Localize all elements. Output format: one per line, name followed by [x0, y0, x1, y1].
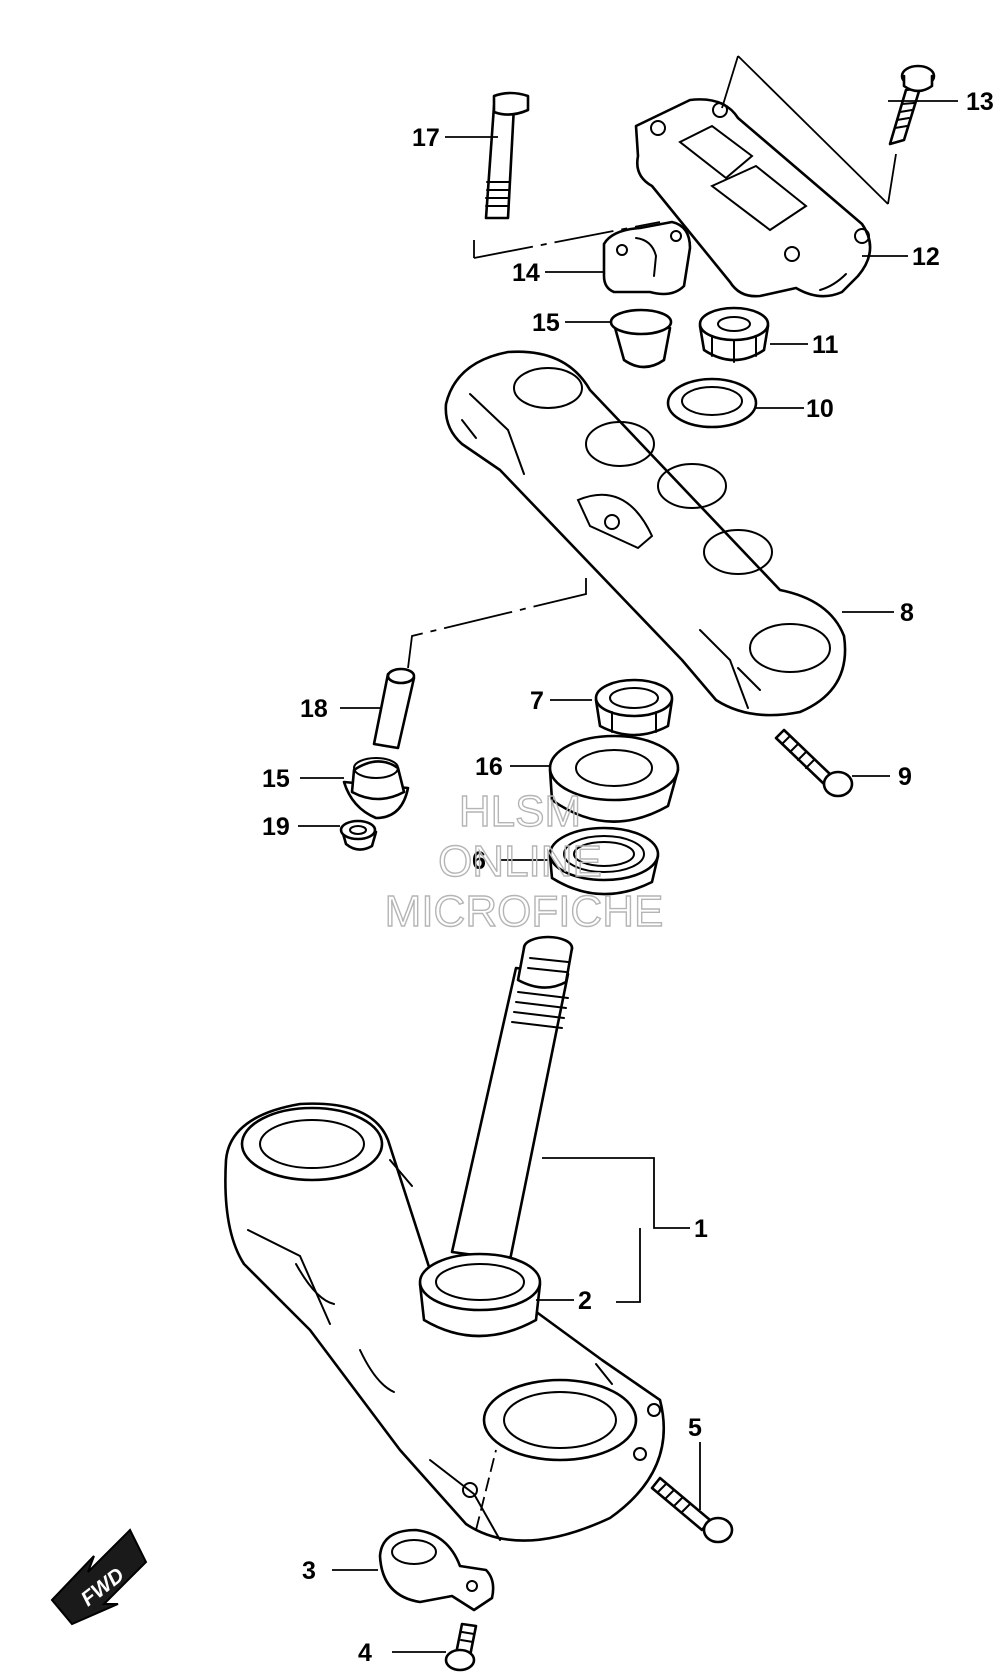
callout-3: 3 — [302, 1557, 316, 1585]
part-15-upper-damper — [609, 308, 673, 369]
watermark-line-2: ONLINE — [438, 837, 602, 886]
part-14-holder-clamp — [602, 220, 692, 296]
part-5-bolt — [650, 1476, 734, 1544]
part-7-adjusting-nut — [594, 678, 674, 737]
callout-17: 17 — [412, 124, 440, 152]
callout-10: 10 — [806, 395, 834, 423]
callout-13: 13 — [966, 88, 994, 116]
callout-18: 18 — [300, 695, 328, 723]
callout-11: 11 — [812, 331, 839, 359]
callout-1: 1 — [694, 1215, 708, 1243]
callout-2: 2 — [578, 1287, 592, 1315]
part-2-lower-bearing — [418, 1252, 542, 1338]
callout-leaders — [298, 100, 958, 1653]
callout-4: 4 — [358, 1639, 372, 1667]
watermark-line-1: HLSM — [459, 787, 581, 836]
callout-5: 5 — [688, 1414, 702, 1442]
part-17-bolt — [484, 91, 530, 220]
part-13-bolt — [888, 64, 936, 146]
callout-14: 14 — [512, 259, 540, 287]
callout-16: 16 — [475, 753, 503, 781]
part-8-upper-bracket — [444, 350, 847, 717]
fwd-arrow-icon: FWD — [50, 1528, 148, 1626]
callout-numbers: 17 13 12 14 15 11 10 8 7 9 16 6 18 15 19… — [262, 88, 994, 1667]
callout-15-upper: 15 — [532, 309, 560, 337]
part-3-pinch-clamp — [378, 1528, 495, 1612]
callout-7: 7 — [530, 687, 544, 715]
callout-19: 19 — [262, 813, 290, 841]
part-19-washer — [339, 819, 378, 851]
part-16-dust-seal — [548, 734, 680, 823]
part-6-bearing — [548, 826, 660, 896]
part-10-washer — [666, 377, 758, 429]
callout-8: 8 — [900, 599, 914, 627]
callout-15-lower: 15 — [262, 765, 290, 793]
watermark: HLSM ONLINE MICROFICHE — [384, 786, 664, 936]
part-18-collar — [372, 667, 416, 750]
callout-12: 12 — [912, 243, 940, 271]
part-1-lower-bracket-stem — [224, 935, 666, 1542]
callout-9: 9 — [898, 763, 912, 791]
part-4-bolt — [444, 1622, 478, 1672]
part-11-stem-nut — [698, 306, 770, 363]
watermark-line-3: MICROFICHE — [385, 887, 664, 936]
part-9-bolt — [774, 728, 854, 798]
assembly-reference-lines — [407, 55, 897, 1531]
part-15-lower-damper — [342, 757, 410, 820]
part-12-handlebar-holder — [634, 98, 872, 298]
callout-6: 6 — [472, 847, 486, 875]
